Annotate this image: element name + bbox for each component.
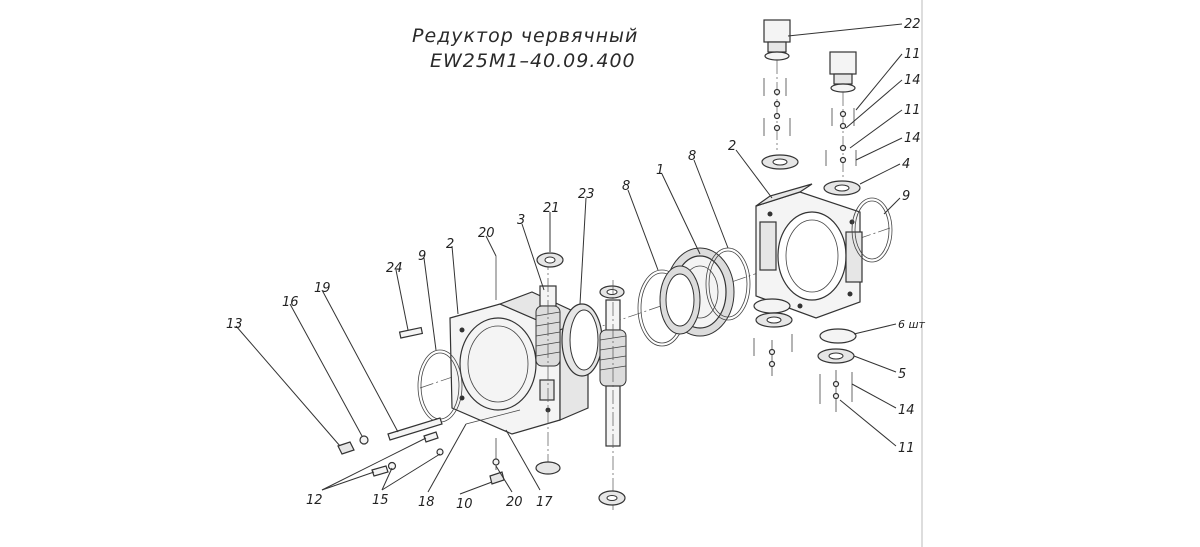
worm-assembly-part xyxy=(535,280,627,510)
callout-12: 12 xyxy=(306,493,323,508)
bearing-cap-top-part xyxy=(761,154,799,170)
callout-9: 9 xyxy=(418,249,426,264)
bottom-bearing-left-part xyxy=(753,298,793,376)
callout-3: 3 xyxy=(517,213,525,228)
bolts-top-left-part xyxy=(763,78,791,136)
nut-13-part xyxy=(337,441,355,455)
callout-2: 2 xyxy=(728,139,736,154)
ring-23-part xyxy=(561,303,603,377)
callout-6: 6 шт xyxy=(898,318,926,331)
callout-22: 22 xyxy=(904,17,921,32)
callout-23: 23 xyxy=(578,187,595,202)
callout-14: 14 xyxy=(904,131,921,146)
bearing-5-part xyxy=(817,348,855,364)
bearing-21-part xyxy=(536,252,564,268)
stud-part xyxy=(423,431,439,443)
callout-24: 24 xyxy=(386,261,403,276)
callout-17: 17 xyxy=(536,495,553,510)
callout-15: 15 xyxy=(372,493,389,508)
callout-11: 11 xyxy=(898,441,915,456)
callout-19: 19 xyxy=(314,281,331,296)
pin-24-part xyxy=(398,326,424,339)
callout-13: 13 xyxy=(226,317,243,332)
shaft-19-part xyxy=(387,417,443,441)
worm-wheel-1-part xyxy=(659,247,735,337)
motor-22-left-part xyxy=(763,19,791,150)
right-housing-part xyxy=(755,183,863,319)
callout-16: 16 xyxy=(282,295,299,310)
callout-9: 9 xyxy=(902,189,910,204)
pin-18-part xyxy=(465,409,521,425)
nut-10-part xyxy=(489,471,505,485)
callout-21: 21 xyxy=(543,201,560,216)
washer-15b-part xyxy=(436,448,444,456)
callout-18: 18 xyxy=(418,495,435,510)
o-ring-9-right-part xyxy=(851,197,893,263)
worm-shaft-3-part xyxy=(535,256,561,470)
callout-14: 14 xyxy=(898,403,915,418)
leader-lines xyxy=(235,23,903,495)
callout-14: 14 xyxy=(904,73,921,88)
callout-11: 11 xyxy=(904,47,921,62)
callout-1: 1 xyxy=(656,163,664,178)
motor-22-right-part xyxy=(829,51,857,180)
bolts-top-right-part xyxy=(825,108,857,166)
drawing-number: EW25M1–40.09.400 xyxy=(430,50,636,72)
washer-16-part xyxy=(359,435,369,445)
callout-20: 20 xyxy=(506,495,523,510)
drawing-title: Редуктор червячный xyxy=(412,25,638,47)
bolts-bottom-right-part xyxy=(819,370,853,412)
washer-15-part xyxy=(387,461,397,471)
callout-2: 2 xyxy=(446,237,454,252)
callout-11: 11 xyxy=(904,103,921,118)
callout-4: 4 xyxy=(902,157,910,172)
bolt-12-part xyxy=(371,465,389,477)
callout-8: 8 xyxy=(688,149,696,164)
callout-8: 8 xyxy=(622,179,630,194)
shim-6-part xyxy=(819,328,857,344)
callout-10: 10 xyxy=(456,497,473,512)
seal-4-part xyxy=(823,180,861,196)
callout-5: 5 xyxy=(898,367,906,382)
callout-20: 20 xyxy=(478,226,495,241)
